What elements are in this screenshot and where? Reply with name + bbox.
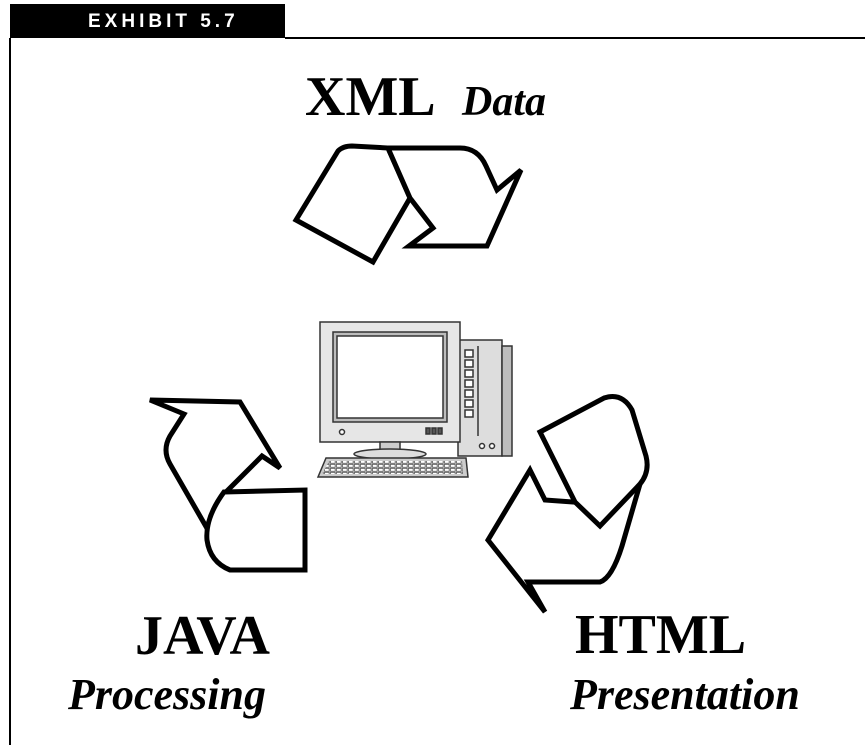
monitor-control xyxy=(437,427,443,435)
xml-title: XML xyxy=(305,66,436,128)
exhibit-label: EXHIBIT 5.7 xyxy=(88,11,239,32)
html-arrow-fold xyxy=(536,394,650,530)
tower-slot xyxy=(464,349,474,358)
xml-subtitle: Data xyxy=(462,79,546,125)
java-title: JAVA xyxy=(135,605,270,667)
html-title: HTML xyxy=(575,604,747,666)
tower-slot xyxy=(464,389,474,398)
monitor-power-button xyxy=(338,428,346,436)
monitor-control xyxy=(425,427,431,435)
header-rule xyxy=(285,37,865,39)
xml-arrow-head xyxy=(384,145,524,249)
html-cycle-arrow-icon xyxy=(484,394,650,614)
desktop-computer-icon xyxy=(316,321,513,478)
keyboard-keys xyxy=(322,461,463,474)
left-border-rule xyxy=(9,38,11,745)
tower-slot xyxy=(464,399,474,408)
html-subtitle: Presentation xyxy=(570,670,800,719)
java-cycle-arrow-icon xyxy=(149,397,308,573)
monitor-control xyxy=(431,427,437,435)
tower-button xyxy=(478,442,486,450)
monitor-screen xyxy=(336,335,444,419)
java-subtitle: Processing xyxy=(68,670,266,719)
tower-slot xyxy=(464,359,474,368)
exhibit-tab: EXHIBIT 5.7 xyxy=(10,4,285,38)
java-arrow-fold xyxy=(204,487,308,573)
xml-cycle-arrow-icon xyxy=(292,143,524,266)
computer-tower-side xyxy=(501,345,513,457)
tower-slot xyxy=(464,409,474,418)
tower-slot xyxy=(464,369,474,378)
tower-slot xyxy=(464,379,474,388)
tower-button xyxy=(488,442,496,450)
